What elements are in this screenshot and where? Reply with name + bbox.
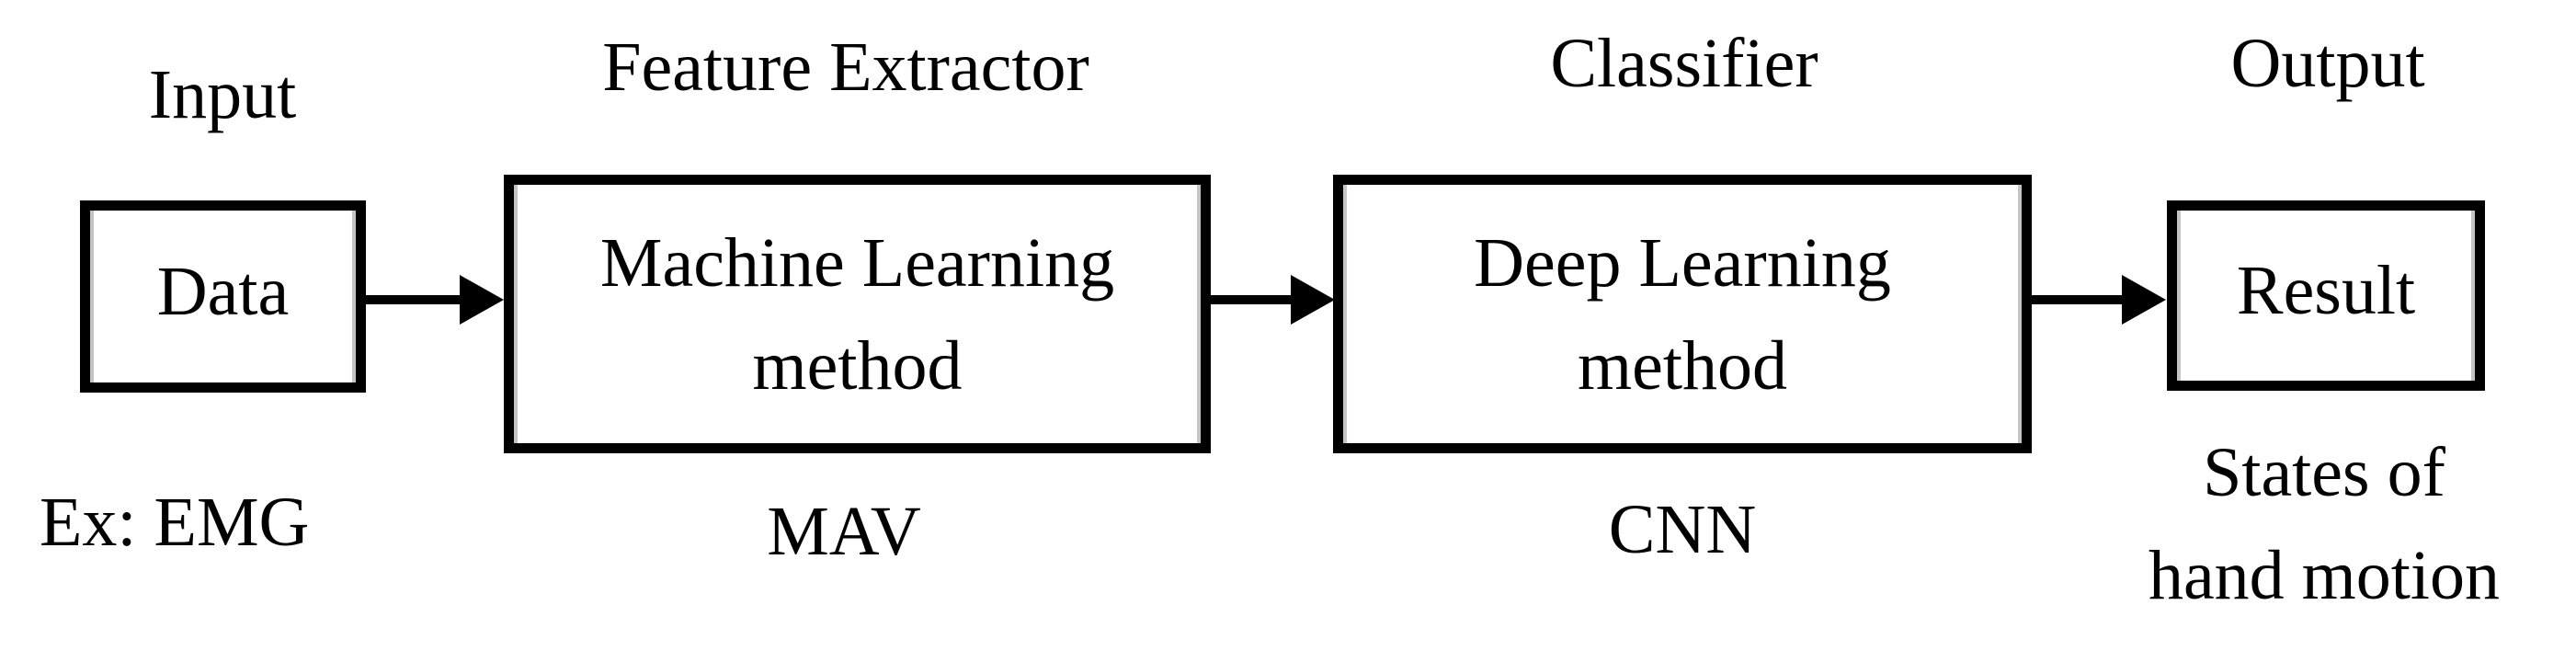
feature-extractor-box-line-1: Machine Learning — [599, 223, 1115, 302]
feature-extractor-box-line-2: method — [752, 326, 963, 405]
input-data-box: Data — [80, 200, 366, 393]
arrow-shaft — [360, 295, 463, 304]
example-label-output-line-2: hand motion — [2148, 537, 2501, 614]
output-result-box-label: Result — [2236, 251, 2416, 329]
feature-extractor-box: Machine Learning method — [504, 175, 1211, 453]
example-label-input: Ex: EMG — [40, 484, 310, 561]
input-data-box-label: Data — [156, 252, 290, 330]
stage-label-feature-extractor: Feature Extractor — [602, 29, 1089, 106]
arrow-head-icon — [460, 275, 504, 325]
arrow-head-icon — [1291, 275, 1335, 325]
example-label-classifier: CNN — [1608, 491, 1757, 568]
output-result-box: Result — [2167, 200, 2485, 391]
arrow-shaft — [2026, 295, 2126, 304]
stage-label-output: Output — [2230, 25, 2425, 102]
classifier-box-line-2: method — [1578, 326, 1787, 405]
arrow-head-icon — [2122, 275, 2166, 325]
stage-label-input: Input — [148, 56, 297, 133]
example-label-feature-extractor: MAV — [767, 493, 921, 570]
classifier-box-line-1: Deep Learning — [1474, 223, 1891, 302]
stage-label-classifier: Classifier — [1550, 25, 1818, 102]
example-label-output-line-1: States of — [2203, 434, 2445, 511]
example-label-output: States of hand motion — [2140, 421, 2508, 627]
classifier-box: Deep Learning method — [1333, 175, 2032, 453]
arrow-shaft — [1205, 295, 1294, 304]
